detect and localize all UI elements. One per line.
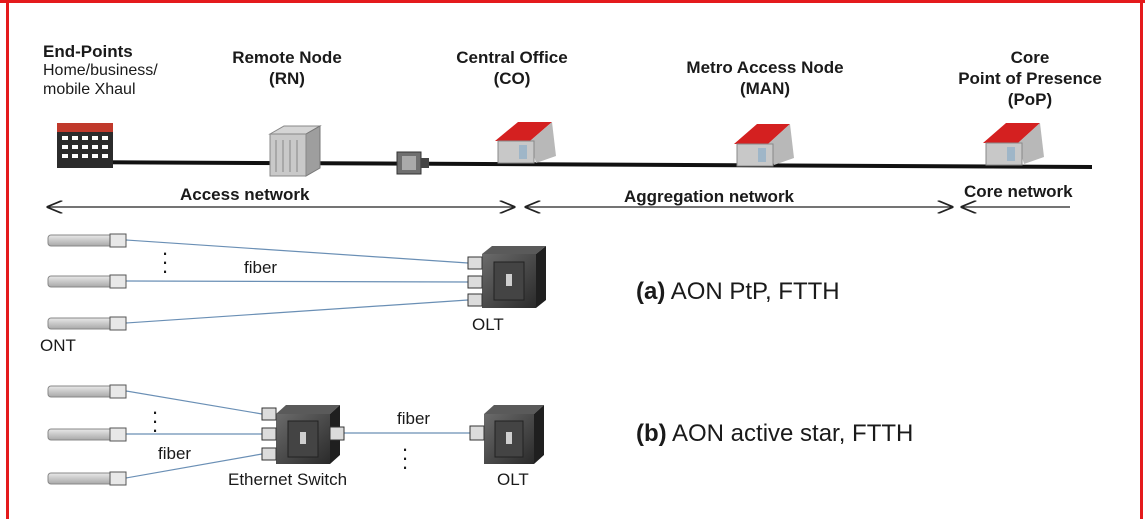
ont-icon	[47, 274, 127, 289]
fiber-label-b-right: fiber	[397, 409, 431, 428]
switch-icon	[261, 405, 345, 464]
fiber-line-b3	[125, 453, 263, 479]
caption-b: (b) AON active star, FTTH	[636, 420, 913, 448]
olt-label-a: OLT	[472, 315, 504, 334]
fiber-line-a2	[125, 280, 469, 283]
house-icon	[495, 122, 556, 164]
backbone-line	[59, 160, 1093, 169]
olt-icon	[467, 246, 546, 308]
end-points-label: End-Points Home/business/ mobile Xhaul	[43, 42, 158, 99]
fiber-label-a: fiber	[244, 258, 278, 277]
ont-icon	[47, 384, 127, 399]
ont-label: ONT	[40, 336, 76, 355]
aggregation-network-label: Aggregation network	[624, 187, 795, 206]
end-points-title: End-Points	[43, 42, 133, 61]
end-points-sub1: Home/business/	[43, 62, 158, 79]
ont-icon	[47, 427, 127, 442]
building-icon	[57, 123, 113, 168]
core-line1: Core	[1010, 48, 1050, 67]
fiber-line-b1	[125, 390, 263, 415]
core-network-label: Core network	[964, 182, 1073, 201]
ont-icon	[47, 471, 127, 486]
remote-node-line2: (RN)	[269, 69, 305, 88]
central-office-line1: Central Office	[456, 48, 568, 67]
central-office-line2: (CO)	[493, 69, 531, 88]
central-office-label: Central Office (CO)	[432, 47, 592, 89]
caption-a-prefix: (a)	[636, 278, 666, 305]
ellipsis-b-left: ···	[151, 399, 159, 442]
caption-b-text: AON active star, FTTH	[672, 420, 914, 447]
ont-icon	[47, 316, 127, 331]
ellipsis-a: ···	[161, 240, 169, 283]
house-icon	[983, 123, 1044, 166]
frame-right-border	[1140, 0, 1143, 519]
ellipsis-b-right: ···	[401, 436, 409, 479]
metro-access-node-label: Metro Access Node (MAN)	[670, 57, 860, 99]
fiber-line-a1	[125, 239, 469, 264]
olt-icon	[469, 405, 544, 464]
frame-top-border	[0, 0, 1145, 3]
core-pop-label: Core Point of Presence (PoP)	[940, 47, 1120, 110]
ont-icon	[47, 233, 127, 248]
metro-line2: (MAN)	[739, 79, 791, 98]
cabinet-icon	[268, 125, 322, 177]
end-points-sub2: mobile Xhaul	[43, 81, 136, 98]
house-icon	[734, 124, 794, 167]
remote-node-label: Remote Node (RN)	[222, 47, 352, 89]
olt-label-b: OLT	[497, 470, 529, 489]
fiber-label-b-left: fiber	[158, 444, 192, 463]
caption-a: (a) AON PtP, FTTH	[636, 278, 840, 306]
frame-left-border	[6, 0, 9, 519]
core-line2: Point of Presence	[958, 69, 1102, 88]
connector-icon	[396, 151, 429, 175]
core-line3: (PoP)	[1007, 90, 1053, 109]
caption-a-text: AON PtP, FTTH	[670, 278, 840, 305]
caption-b-prefix: (b)	[636, 420, 667, 447]
remote-node-line1: Remote Node	[232, 48, 342, 67]
metro-line1: Metro Access Node	[686, 58, 844, 77]
access-network-label: Access network	[180, 185, 310, 204]
ethernet-switch-label: Ethernet Switch	[228, 470, 348, 489]
fiber-line-a3	[125, 299, 469, 324]
